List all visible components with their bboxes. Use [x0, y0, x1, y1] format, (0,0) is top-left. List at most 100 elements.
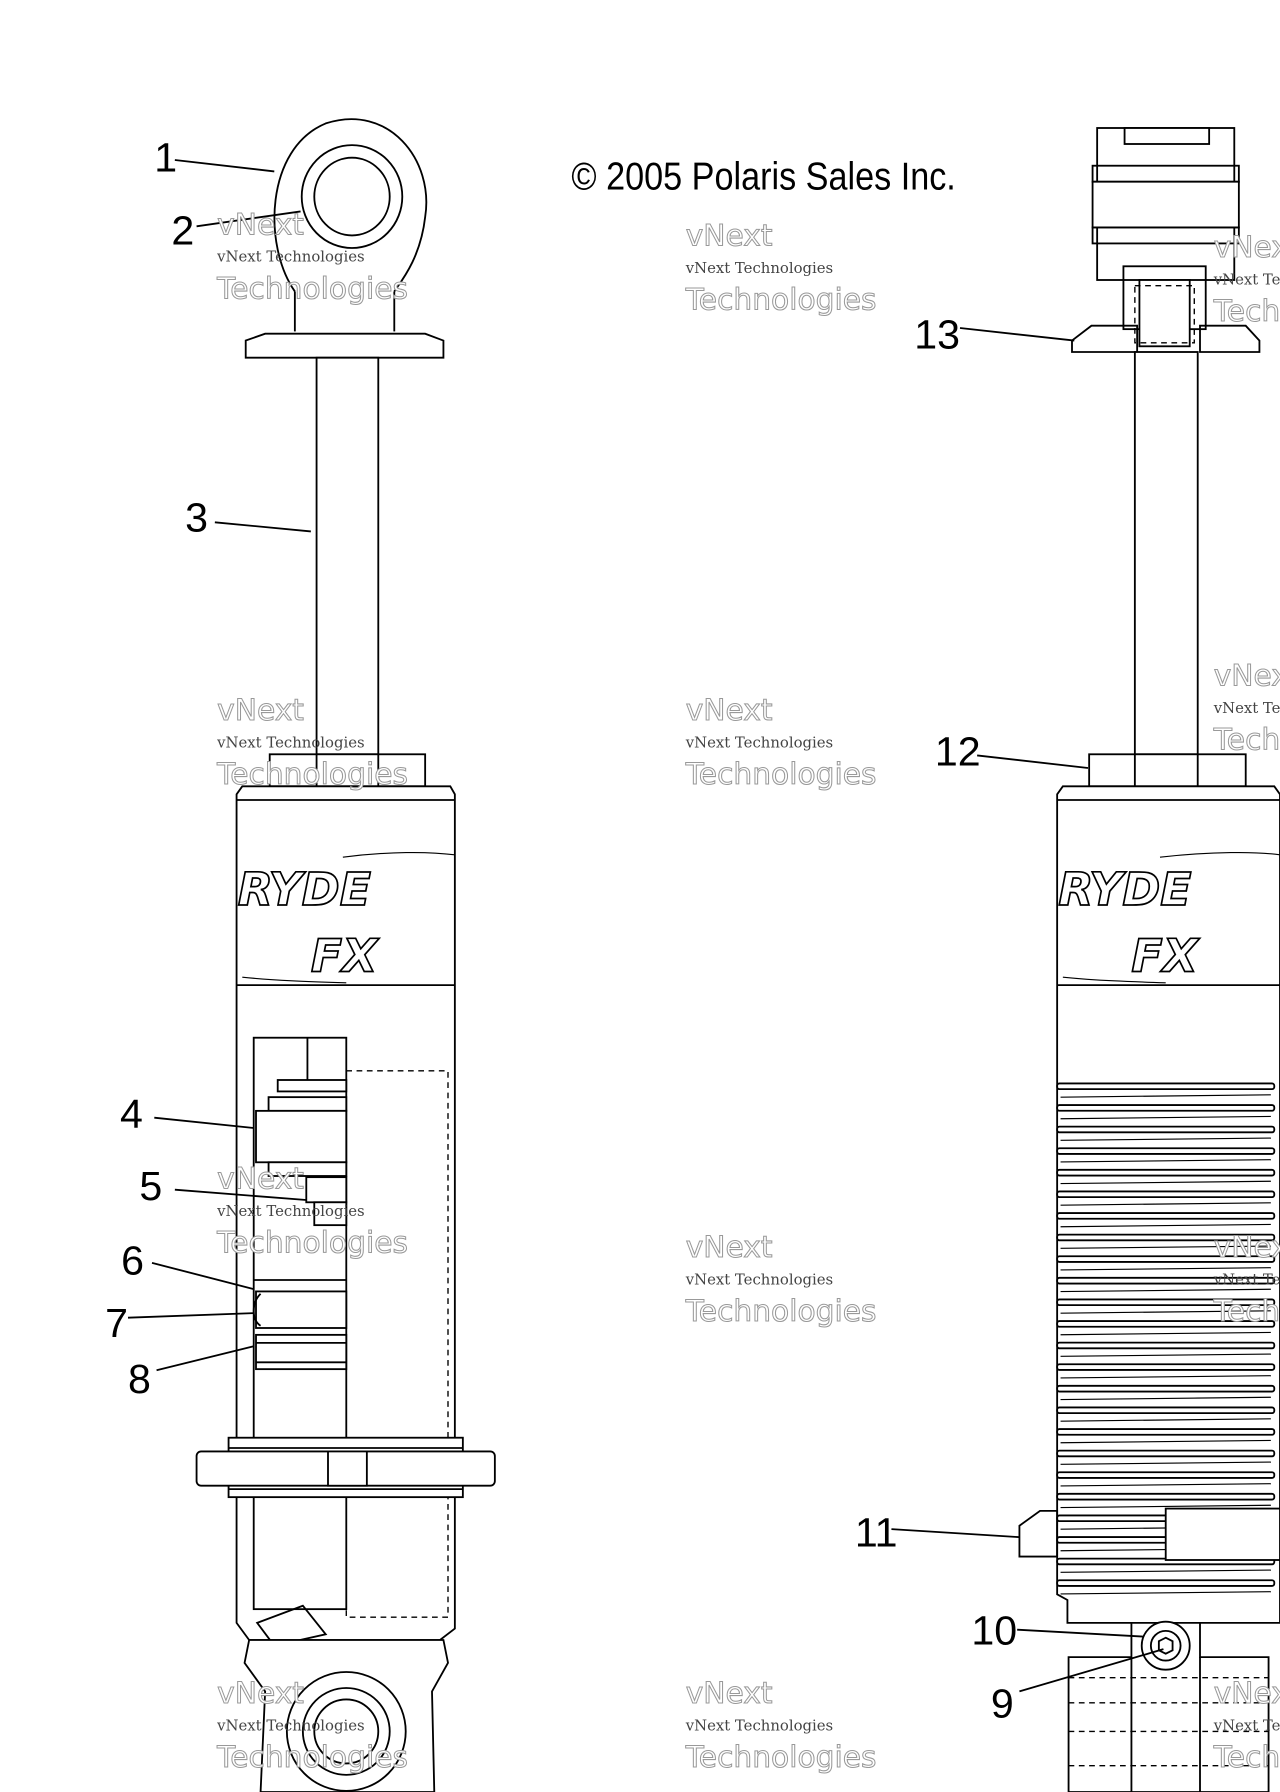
- callout-label[interactable]: 8: [128, 1356, 151, 1402]
- spring-coil: [1056, 1341, 1276, 1350]
- callout-label[interactable]: 12: [935, 729, 981, 775]
- watermark-text: Technologies: [1213, 1740, 1280, 1775]
- spring-coil-back: [1060, 1461, 1271, 1465]
- spring-coil-back: [1060, 1223, 1271, 1228]
- spring-coil: [1056, 1320, 1276, 1328]
- watermark-text: vNext: [1214, 1230, 1280, 1265]
- spring-coil: [1056, 1082, 1276, 1091]
- callout-6[interactable]: 6: [121, 1237, 254, 1291]
- spring-coil-back: [1060, 1202, 1271, 1206]
- callout-label[interactable]: 6: [121, 1237, 144, 1283]
- watermark-text: vNext Technologies: [685, 1271, 833, 1289]
- hex-socket-9: [1157, 1636, 1174, 1655]
- callout-4[interactable]: 4: [120, 1091, 254, 1137]
- spring-coil-back: [1060, 1115, 1271, 1120]
- spring-coil-back: [1060, 1353, 1271, 1357]
- spring-coil-back: [1060, 1310, 1271, 1314]
- watermark-text: vNext Technologies: [685, 259, 833, 277]
- watermark-text: vNext Technologies: [216, 248, 364, 266]
- watermark-text: vNext Technologies: [216, 1716, 364, 1734]
- callout-12[interactable]: 12: [935, 729, 1089, 775]
- callouts: 1 2 3 4 5 6 7 8 9 10 11 12 13: [105, 134, 1164, 1727]
- watermark-text: vNext Technologies: [1213, 699, 1280, 717]
- spring-coil-back: [1060, 1418, 1271, 1422]
- watermark-text: Technologies: [1213, 294, 1280, 329]
- callout-11[interactable]: 11: [855, 1509, 1020, 1555]
- callout-9[interactable]: 9: [991, 1648, 1164, 1727]
- callout-1[interactable]: 1: [154, 134, 275, 180]
- spring-coil: [1056, 1298, 1276, 1307]
- spring-coil-back: [1060, 1396, 1271, 1401]
- callout-8[interactable]: 8: [128, 1345, 254, 1402]
- callout-label[interactable]: 5: [139, 1163, 162, 1209]
- callout-label[interactable]: 1: [154, 134, 177, 180]
- shock-body-right: RYDE FX: [1056, 785, 1280, 1624]
- callout-5[interactable]: 5: [139, 1163, 307, 1209]
- spring-coil-back: [1060, 1094, 1271, 1098]
- adjuster-ring-11: [1018, 1509, 1059, 1558]
- spring-coil: [1056, 1212, 1276, 1220]
- spring-coil-back: [1060, 1439, 1271, 1444]
- watermark-text: vNext: [686, 1676, 773, 1711]
- callout-label[interactable]: 4: [120, 1091, 143, 1137]
- callout-label[interactable]: 13: [914, 312, 960, 358]
- callout-label[interactable]: 3: [185, 494, 208, 540]
- watermark-text: vNext: [1214, 659, 1280, 694]
- spring-coil: [1056, 1363, 1276, 1371]
- callout-label[interactable]: 9: [991, 1681, 1014, 1727]
- spring-coil-back: [1060, 1288, 1271, 1293]
- callout-label[interactable]: 10: [971, 1608, 1017, 1654]
- watermark-text: Technologies: [216, 1226, 408, 1261]
- callout-label[interactable]: 7: [105, 1300, 128, 1346]
- watermark-text: vNext Technologies: [685, 733, 833, 751]
- watermark-text: Technologies: [685, 1740, 877, 1775]
- watermark-text: vNext Technologies: [685, 1716, 833, 1734]
- callout-3[interactable]: 3: [185, 494, 311, 540]
- spring-coil-back: [1060, 1267, 1271, 1271]
- watermark-text: vNext: [686, 693, 773, 728]
- spring-coil: [1056, 1449, 1276, 1458]
- spring-coil-back: [1060, 1180, 1271, 1185]
- spring-coil: [1056, 1406, 1276, 1415]
- watermark-text: vNext: [217, 1162, 304, 1197]
- callout-2[interactable]: 2: [171, 208, 301, 254]
- spring-coil-back: [1060, 1159, 1271, 1163]
- shaft-right: [1133, 351, 1199, 756]
- spring-coil: [1056, 1255, 1276, 1263]
- top-eyelet: [244, 118, 445, 359]
- callout-13[interactable]: 13: [914, 312, 1075, 358]
- watermark-text: vNext: [217, 1676, 304, 1711]
- watermark-text: vNext Technologies: [216, 1202, 364, 1220]
- spring-coil-back: [1060, 1137, 1271, 1141]
- watermark-text: Technologies: [1213, 723, 1280, 758]
- bottom-clevis: [1067, 1620, 1270, 1792]
- watermark-text: Technologies: [685, 1294, 877, 1329]
- callout-10[interactable]: 10: [971, 1608, 1143, 1654]
- spring-coil-back: [1060, 1591, 1271, 1595]
- watermark-text: vNext Technologies: [1213, 1716, 1280, 1734]
- watermark-text: vNext: [217, 207, 304, 242]
- spring-coil: [1056, 1579, 1276, 1587]
- watermark-text: Technologies: [216, 271, 408, 306]
- spring-coil: [1056, 1384, 1276, 1393]
- spring-coil: [1056, 1428, 1276, 1436]
- callout-label[interactable]: 2: [171, 208, 194, 254]
- callout-label[interactable]: 11: [855, 1509, 898, 1555]
- callout-7[interactable]: 7: [105, 1300, 254, 1346]
- top-stem: [1122, 265, 1207, 348]
- watermark-text: Technologies: [1213, 1294, 1280, 1329]
- spring-coil: [1056, 1276, 1276, 1285]
- watermark-text: Technologies: [216, 757, 408, 792]
- watermark-text: Technologies: [216, 1740, 408, 1775]
